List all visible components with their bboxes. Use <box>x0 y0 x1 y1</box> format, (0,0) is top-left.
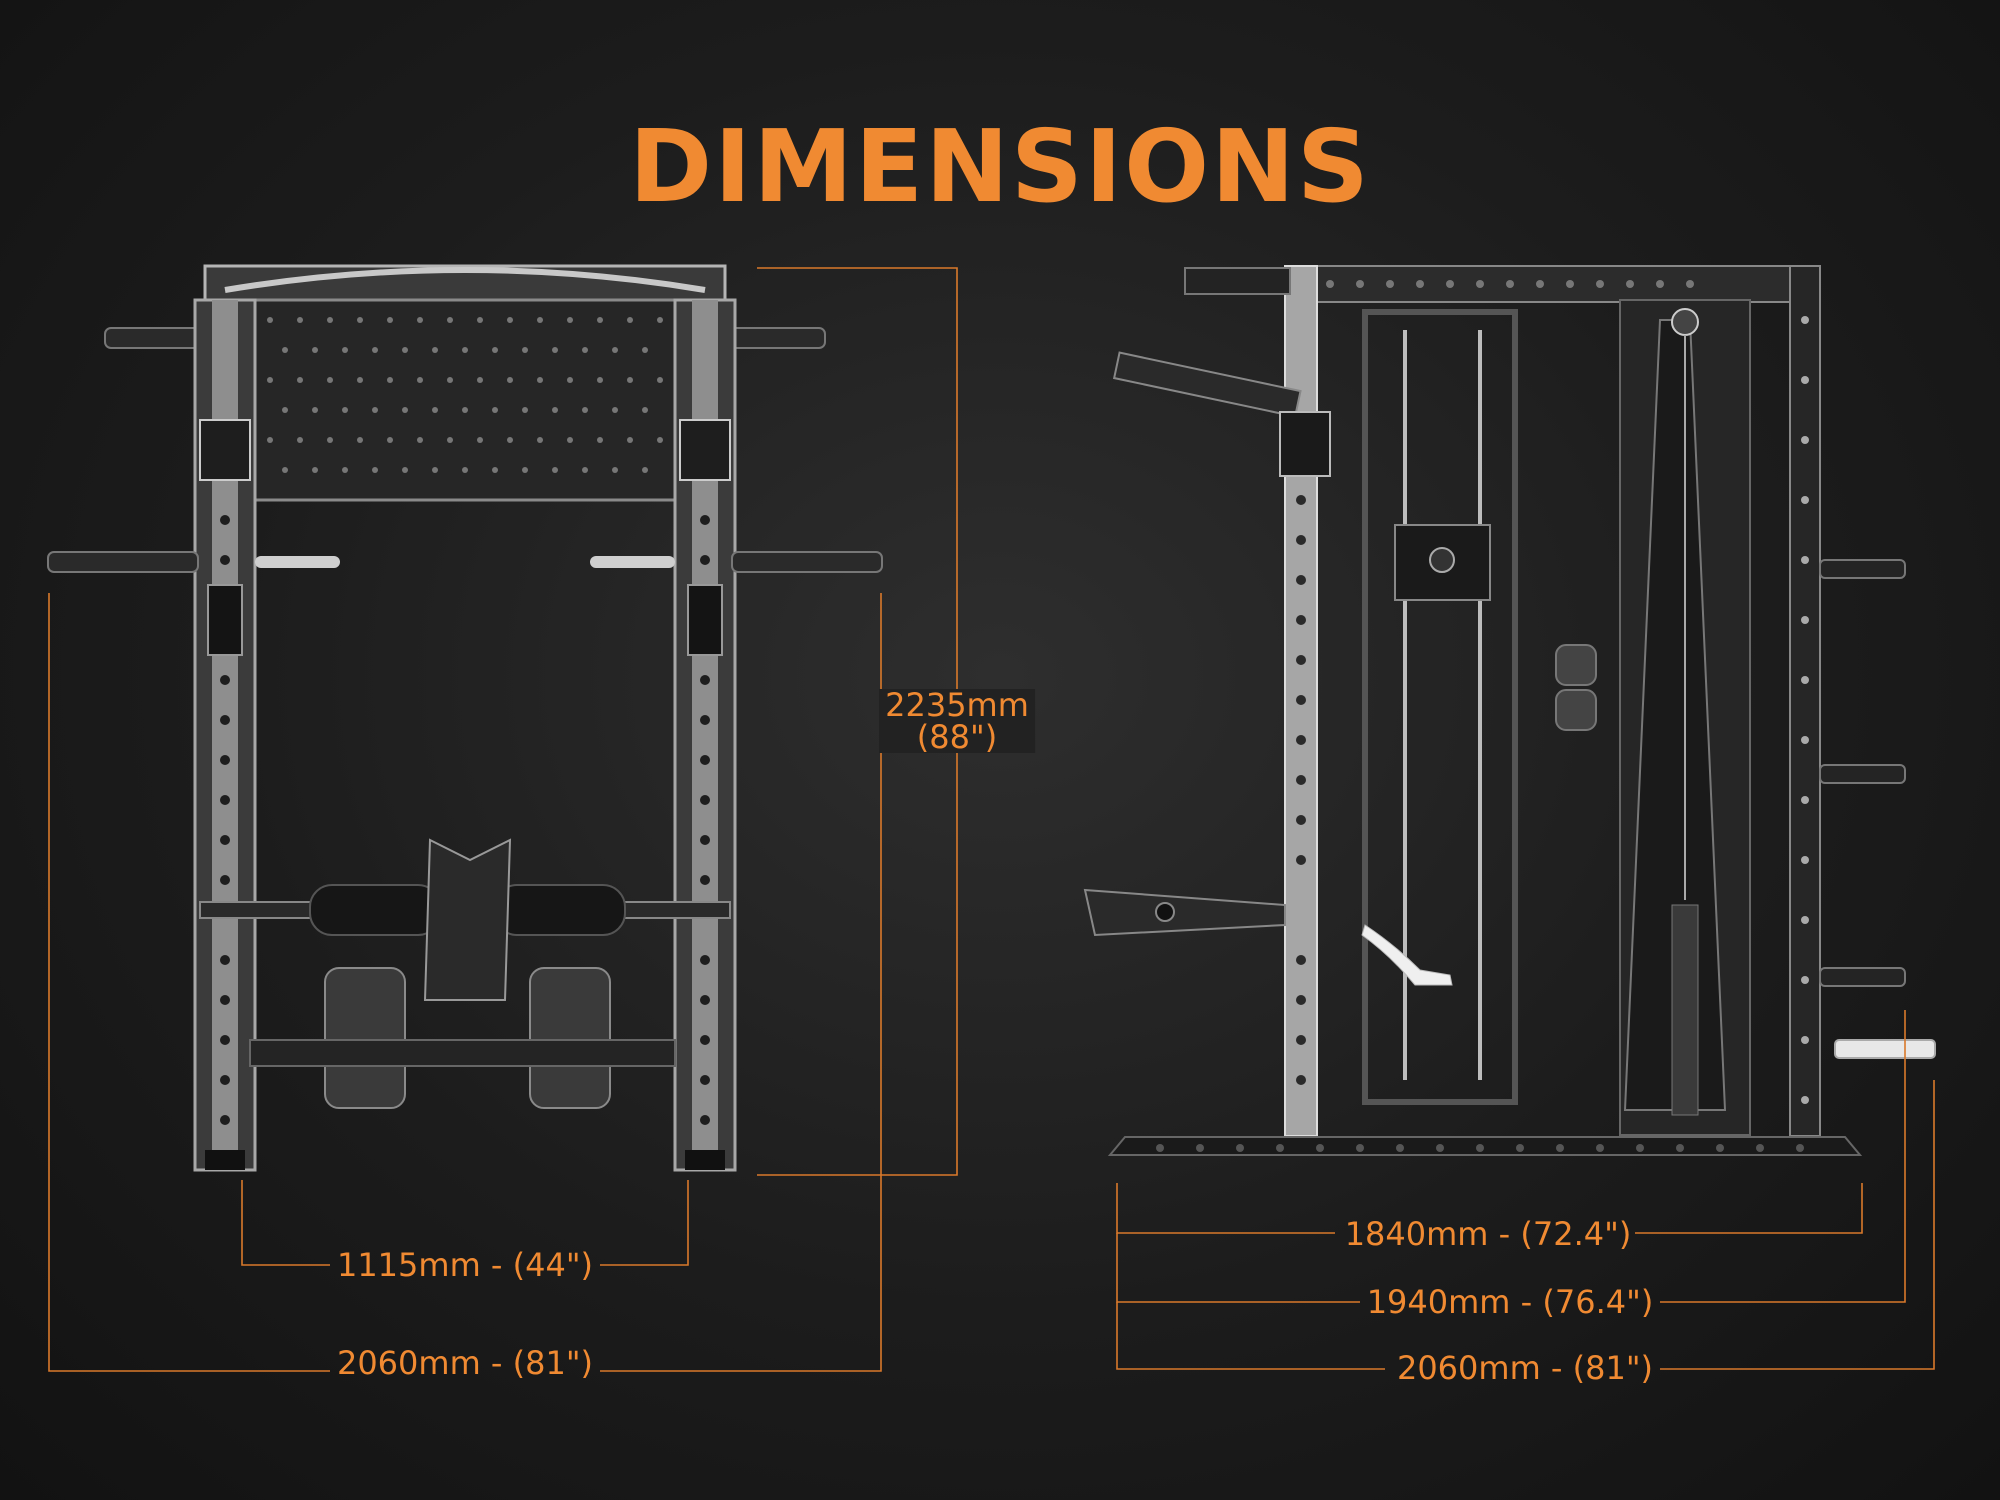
side-mid-length-label: 1940mm - (76.4") <box>1366 1283 1654 1321</box>
front-inner-width-dimension-line <box>241 1180 330 1266</box>
side-total-length-label: 2060mm - (81") <box>1396 1349 1654 1387</box>
page-title: DIMENSIONS <box>629 108 1371 225</box>
side-view-machine <box>1083 265 1936 1156</box>
side-base-length-label: 1840mm - (72.4") <box>1344 1215 1632 1253</box>
front-total-width-dimension-line <box>48 593 330 1372</box>
side-mid-length-dimension-line <box>1116 1233 1360 1303</box>
side-total-length-dimension-line-right <box>1660 1080 1935 1370</box>
front-inner-width-label: 1115mm - (44") <box>336 1246 594 1284</box>
side-total-length-dimension-line <box>1116 1302 1385 1370</box>
front-height-label-line1: 2235mm <box>885 686 1029 724</box>
side-base-length-dimension-line-right <box>1635 1183 1863 1234</box>
side-base-length-dimension-line <box>1116 1183 1335 1234</box>
front-height-label: 2235mm (88") <box>879 689 1035 753</box>
front-total-width-label: 2060mm - (81") <box>336 1344 594 1382</box>
front-inner-width-dimension-line-right <box>600 1180 689 1266</box>
front-total-width-dimension-line-right <box>600 593 882 1372</box>
front-view-machine <box>47 264 883 1172</box>
dimension-lines <box>48 267 1935 1372</box>
side-mid-length-dimension-line-right <box>1660 1010 1906 1303</box>
front-height-label-line2: (88") <box>916 718 998 756</box>
